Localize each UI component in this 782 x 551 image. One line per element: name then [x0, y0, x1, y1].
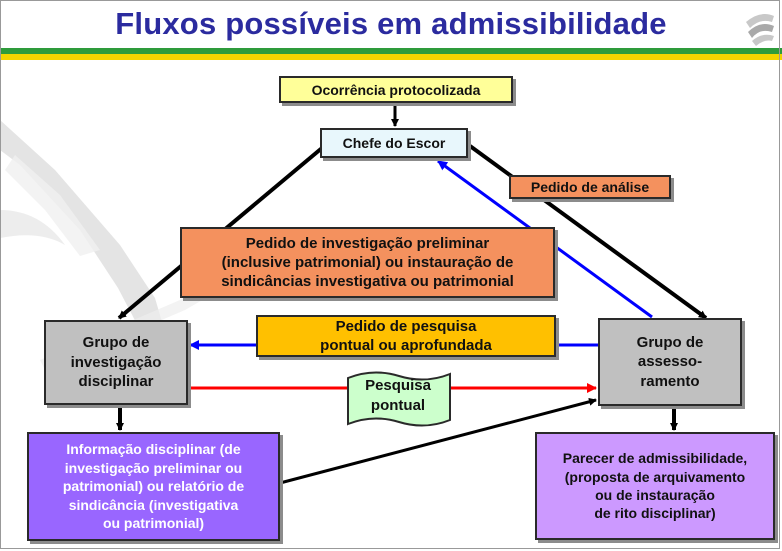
pesquisa-pontual-document-shape — [347, 371, 451, 427]
slide-title: Fluxos possíveis em admissibilidade — [115, 6, 667, 41]
node-label: Grupo de assesso- ramento — [636, 333, 704, 390]
node-label: Informação disciplinar (de investigação … — [62, 441, 245, 532]
node-ocorrencia-protocolizada: Ocorrência protocolizada — [279, 76, 513, 103]
node-label: Pedido de pesquisa pontual ou aprofundad… — [320, 317, 492, 355]
node-informacao-disciplinar: Informação disciplinar (de investigação … — [27, 432, 280, 541]
header: Fluxos possíveis em admissibilidade — [0, 0, 782, 50]
node-label: Grupo de investigação disciplinar — [70, 334, 162, 391]
label-pedido-de-pesquisa: Pedido de pesquisa pontual ou aprofundad… — [256, 315, 556, 357]
node-grupo-de-investigacao: Grupo de investigação disciplinar — [44, 320, 188, 405]
header-yellow-bar — [0, 54, 782, 60]
node-label: Ocorrência protocolizada — [311, 81, 481, 98]
label-pedido-de-investigacao: Pedido de investigação preliminar (inclu… — [180, 227, 555, 298]
node-label: Parecer de admissibilidade, (proposta de… — [562, 450, 748, 522]
label-pedido-de-analise: Pedido de análise — [509, 175, 671, 199]
node-grupo-de-assessoramento: Grupo de assesso- ramento — [598, 318, 742, 406]
node-parecer-de-admissibilidade: Parecer de admissibilidade, (proposta de… — [535, 432, 775, 540]
arrow-info-to-assessoramento — [279, 397, 597, 485]
label-pesquisa-pontual: Pesquisa pontual — [365, 377, 431, 414]
node-label: Pedido de análise — [530, 179, 650, 195]
receita-logo-icon — [746, 14, 774, 46]
node-chefe-do-escor: Chefe do Escor — [320, 128, 468, 158]
header-green-bar — [0, 48, 782, 54]
node-label: Chefe do Escor — [342, 135, 446, 151]
node-label: Pedido de investigação preliminar (inclu… — [221, 234, 514, 291]
arrow-chefe-to-grupo-assessoramento — [468, 144, 708, 320]
